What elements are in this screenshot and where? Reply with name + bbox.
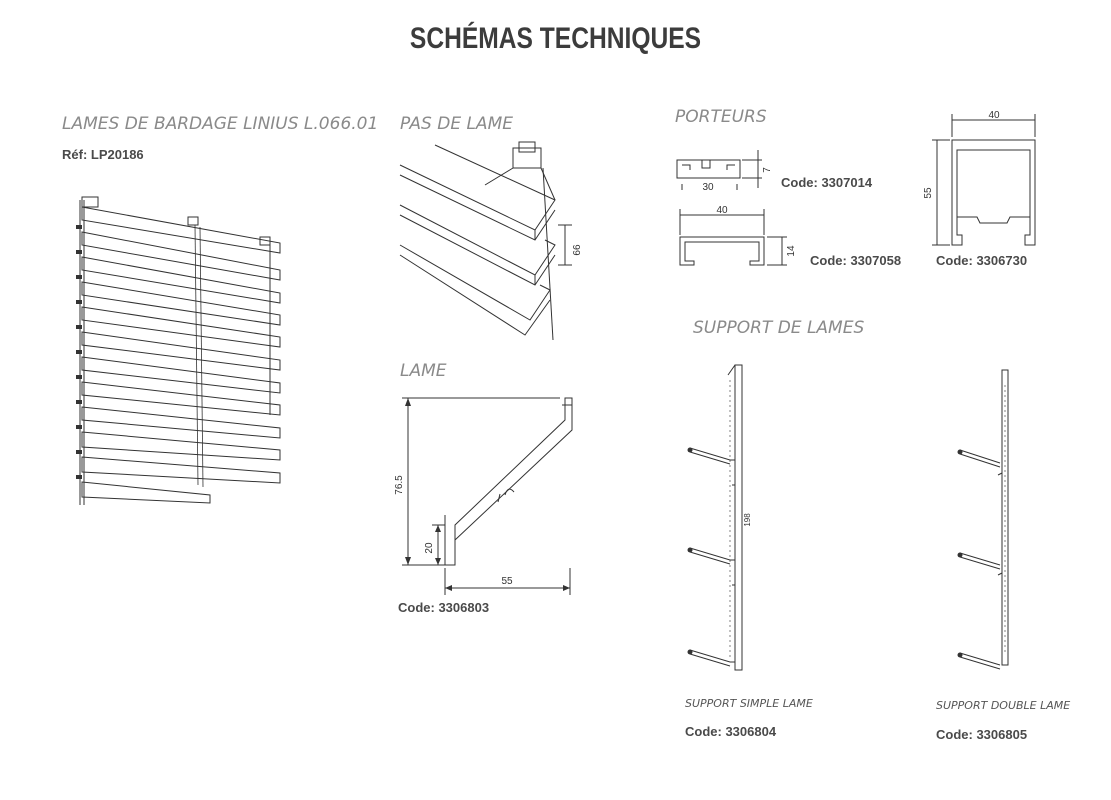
lame-profile-drawing: 76.5 20 55 [394,397,573,595]
page-title: SCHÉMAS TECHNIQUES [409,22,702,55]
section-title-support: SUPPORT DE LAMES [693,318,865,338]
section-title-pas-de-lame: PAS DE LAME [400,114,513,134]
support-height-label: 198 [743,513,752,527]
pas-dimension-label: 66 [572,244,583,256]
porteur3-height-label: 55 [923,187,934,199]
lame-width-label: 55 [501,576,513,587]
section-title-lames: LAMES DE BARDAGE LINIUS L.066.01 [62,114,379,134]
porteur-3307058-drawing: 40 14 [679,205,797,266]
support-simple-caption: SUPPORT SIMPLE LAME [685,697,813,710]
porteur-3307014-drawing: 7 30 [676,150,773,193]
lame-height-label: 76.5 [394,475,405,495]
porteur1-width-label: 30 [702,182,714,193]
porteur2-width-label: 40 [716,205,728,216]
support-double-code: Code: 3306805 [936,727,1028,742]
support-double-caption: SUPPORT DOUBLE LAME [936,699,1071,712]
porteur1-code: Code: 3307014 [781,175,873,190]
lame-lip-label: 20 [424,542,435,554]
porteur2-code: Code: 3307058 [810,253,902,268]
porteur3-width-label: 40 [988,110,1000,121]
lame-code: Code: 3306803 [398,600,490,615]
support-double-drawing [957,369,1009,670]
section-title-porteurs: PORTEURS [675,107,767,127]
support-simple-code: Code: 3306804 [685,724,777,739]
porteur1-height-label: 7 [762,167,773,173]
porteur2-height-label: 14 [786,245,797,257]
porteur3-code: Code: 3306730 [936,253,1028,268]
porteur-3306730-drawing: 40 55 [923,110,1036,246]
section-title-lame: LAME [400,361,447,381]
lames-bardage-drawing [76,196,281,505]
lames-reference: Réf: LP20186 [62,147,144,162]
support-simple-drawing: 198 [687,364,752,671]
pas-de-lame-drawing: 66 [399,141,583,341]
